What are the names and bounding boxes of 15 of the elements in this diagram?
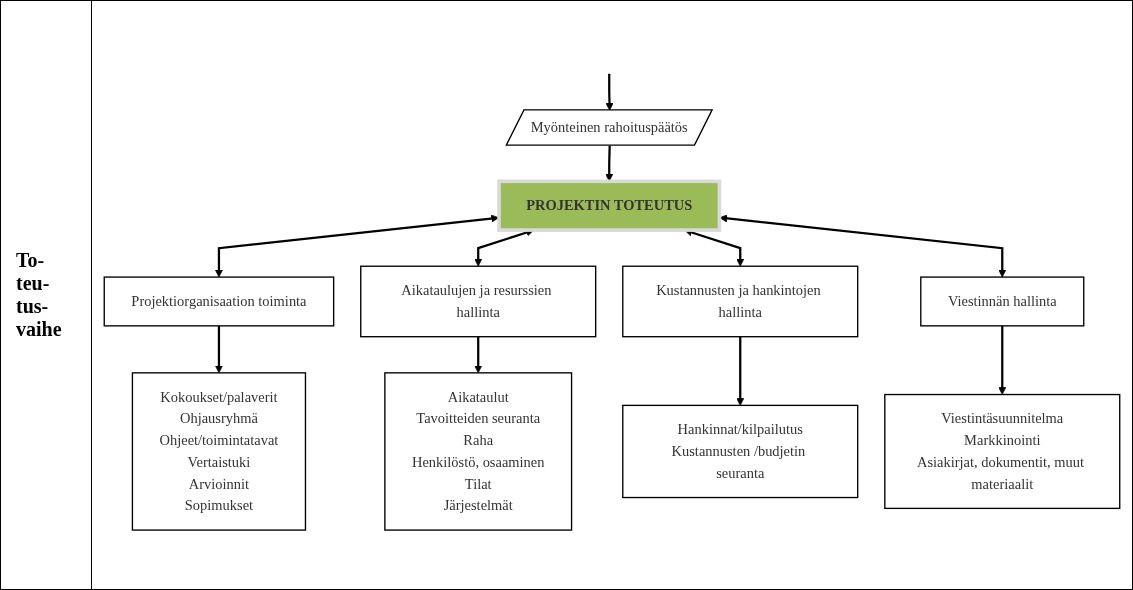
node-box: Projektiorganisaation toiminta [103,276,335,327]
arrow [736,336,745,406]
row-heading: To- teu- tus- vaihe [16,249,63,341]
node-box: Kustannusten ja hankintojen hallinta [622,265,859,338]
node-box: Aikataulujen ja resurssien hallinta [360,265,597,338]
arrow [998,325,1007,395]
node-box: PROJEKTIN TOTEUTUS [497,179,722,232]
node-box: Hankinnat/kilpailutus Kustannusten /budjetin seuranta [622,404,859,499]
node-box: Viestintäsuunnitelma Markkinointi Asiakirjat, dokumentit, muut materiaalit [884,393,1121,509]
arrow [215,325,223,374]
arrow [474,336,483,374]
node-box: Aikataulut Tavoitteiden seuranta Raha Henkilöstö, osaaminen Tilat Järjestelmät [384,372,573,531]
node-box: Viestinnän hallinta [920,276,1085,327]
node-box: Kokoukset/palaverit Ohjausryhmä Ohjeet/toimintatavat Vertaistuki Arvioinnit Sopimukset [131,372,307,531]
arrow [605,145,614,182]
